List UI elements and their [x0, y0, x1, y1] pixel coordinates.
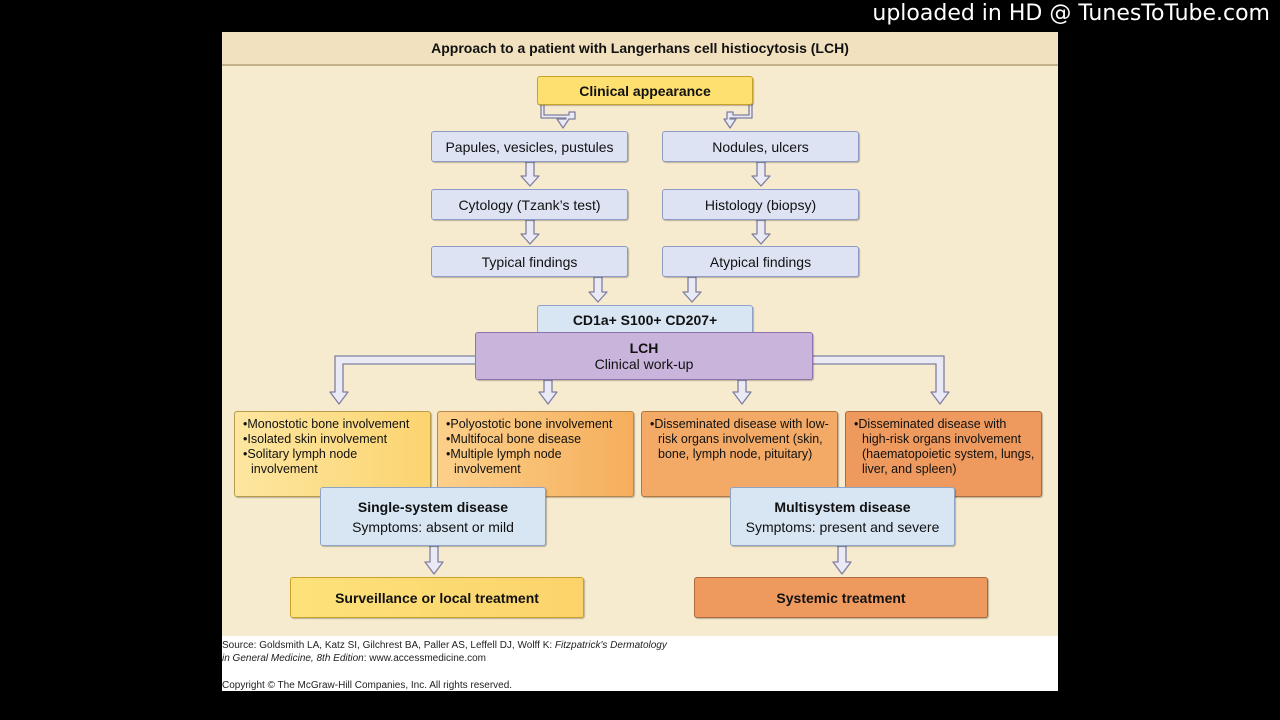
footer-panel: [222, 636, 1058, 691]
diagram-title: Approach to a patient with Langerhans ce…: [431, 40, 849, 56]
list-item: Multiple lymph node involvement: [444, 447, 627, 477]
list-item: Disseminated disease with low-risk organ…: [648, 417, 831, 462]
multisystem-title: Multisystem disease: [774, 498, 911, 515]
list-item: Polyostotic bone involvement: [444, 417, 627, 432]
arrow-lch-to-mono: [329, 355, 477, 405]
arrow-multi-to-systemic: [832, 545, 852, 575]
arrow-clinical-to-papules-body: [537, 103, 576, 129]
title-bar: [222, 32, 1058, 66]
multisystem-symptoms: Symptoms: present and severe: [745, 518, 940, 535]
arrow-atypical-to-markers: [682, 276, 702, 303]
arrow-cytology-to-typical: [520, 219, 540, 245]
single-system-title: Single-system disease: [357, 498, 509, 515]
arrow-lch-to-high: [811, 355, 950, 405]
cytology-box: Cytology (Tzank’s test): [431, 189, 628, 220]
arrow-nodules-to-histology: [751, 161, 771, 187]
list-item: Isolated skin involvement: [241, 432, 424, 447]
markers-box: CD1a+ S100+ CD207+: [537, 305, 753, 334]
atypical-findings-box: Atypical findings: [662, 246, 859, 277]
systemic-treatment-box: Systemic treatment: [694, 577, 988, 618]
lch-title: LCH: [629, 340, 659, 356]
single-system-box: Single-system disease Symptoms: absent o…: [320, 487, 546, 546]
single-system-list-poly: Polyostotic bone involvement Multifocal …: [437, 411, 634, 497]
list-item: Disseminated disease with high-risk orga…: [852, 417, 1035, 477]
source-edition: in General Medicine, 8th Edition: [222, 653, 364, 664]
multisystem-list-low-risk: Disseminated disease with low-risk organ…: [641, 411, 838, 497]
nodules-box: Nodules, ulcers: [662, 131, 859, 162]
papules-box: Papules, vesicles, pustules: [431, 131, 628, 162]
watermark-text: uploaded in HD @ TunesToTube.com: [872, 1, 1270, 26]
multisystem-box: Multisystem disease Symptoms: present an…: [730, 487, 955, 546]
surveillance-box: Surveillance or local treatment: [290, 577, 584, 618]
list-item: Solitary lymph node involvement: [241, 447, 424, 477]
single-system-symptoms: Symptoms: absent or mild: [352, 518, 514, 535]
source-url: : www.accessmedicine.com: [363, 653, 487, 664]
arrow-lch-to-poly: [538, 379, 558, 405]
clinical-appearance-box: Clinical appearance: [537, 76, 753, 105]
arrow-single-to-surveillance: [424, 545, 444, 575]
multisystem-list-high-risk: Disseminated disease with high-risk orga…: [845, 411, 1042, 497]
source-prefix: Source: Goldsmith LA, Katz SI, Gilchrest…: [222, 640, 555, 651]
copyright-text: Copyright © The McGraw-Hill Companies, I…: [222, 680, 513, 691]
lch-workup-box: LCH Clinical work-up: [475, 332, 813, 380]
source-book-title: Fitzpatrick's Dermatology: [554, 640, 667, 651]
arrow-histology-to-atypical: [751, 219, 771, 245]
list-item: Multifocal bone disease: [444, 432, 627, 447]
histology-box: Histology (biopsy): [662, 189, 859, 220]
arrow-clinical-to-nodules-body: [723, 103, 753, 129]
arrow-typical-to-markers: [588, 276, 608, 303]
list-item: Monostotic bone involvement: [241, 417, 424, 432]
source-citation: Source: Goldsmith LA, Katz SI, Gilchrest…: [222, 639, 1058, 665]
single-system-list-mono: Monostotic bone involvement Isolated ski…: [234, 411, 431, 497]
typical-findings-box: Typical findings: [431, 246, 628, 277]
lch-subtitle: Clinical work-up: [594, 356, 694, 372]
arrow-papules-to-cytology: [520, 161, 540, 187]
arrow-lch-to-low: [732, 379, 752, 405]
